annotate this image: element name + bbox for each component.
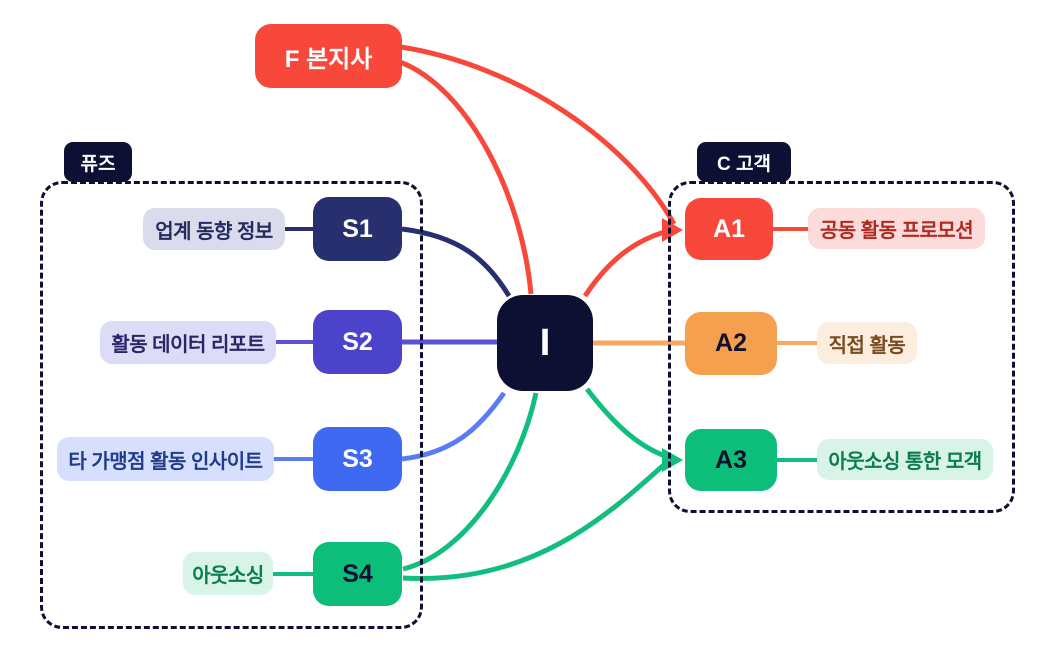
- label-a1: 공동 활동 프로모션: [808, 208, 985, 249]
- node-s3: S3: [313, 427, 402, 491]
- node-s2: S2: [313, 310, 402, 374]
- node-i-hub: I: [497, 295, 593, 391]
- node-a3: A3: [685, 429, 777, 491]
- edge-i-to-a3: [585, 387, 669, 460]
- arrowhead-a3-icon: [662, 448, 683, 472]
- arrowhead-a1-icon: [662, 218, 683, 242]
- label-s4: 아웃소싱: [183, 552, 273, 595]
- node-s1: S1: [313, 197, 402, 261]
- label-a2: 직접 활동: [817, 322, 917, 364]
- group-box-fuse: [40, 181, 423, 629]
- edge-i-to-a1: [582, 227, 673, 298]
- label-a3: 아웃소싱 통한 모객: [817, 439, 993, 480]
- node-a2: A2: [685, 312, 777, 375]
- group-tab-customer: C 고객: [697, 142, 791, 182]
- edge-f-to-i: [399, 59, 534, 295]
- node-a1: A1: [685, 198, 773, 260]
- group-box-customer: [668, 181, 1015, 513]
- edge-f-to-a1: [400, 44, 677, 226]
- node-s4: S4: [313, 542, 402, 606]
- label-s2: 활동 데이터 리포트: [100, 321, 276, 364]
- edge-s4-to-i: [402, 392, 539, 572]
- edge-s4-to-a3: [402, 460, 669, 581]
- edge-s1-to-i: [401, 226, 512, 298]
- label-s1: 업계 동향 정보: [143, 208, 285, 250]
- edge-s3-to-i: [401, 391, 507, 462]
- group-tab-fuse: 퓨즈: [64, 142, 132, 182]
- node-f-headquarters: F 본지사: [255, 24, 402, 88]
- label-s3: 타 가맹점 활동 인사이트: [57, 437, 274, 481]
